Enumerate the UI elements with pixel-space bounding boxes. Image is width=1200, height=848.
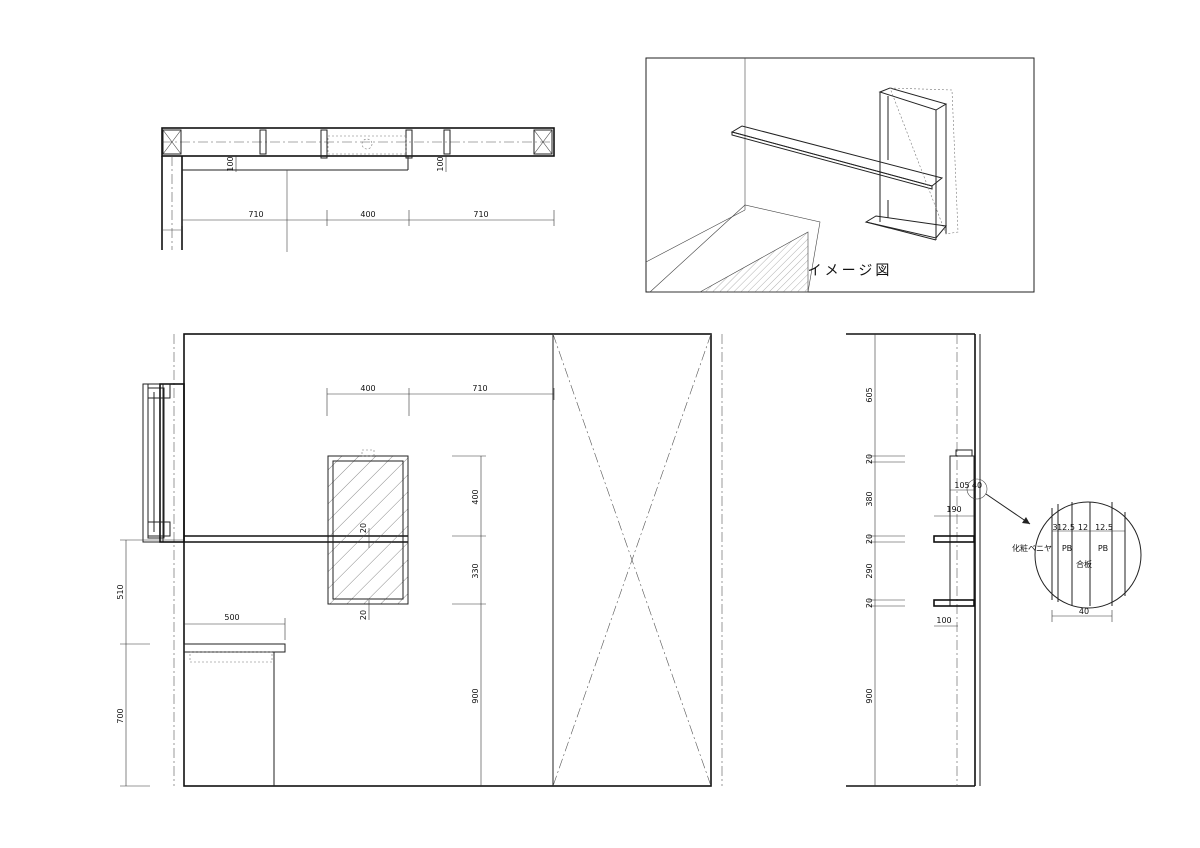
plan-offset-left: 100 bbox=[226, 156, 235, 171]
elev-dim-top-left: 400 bbox=[360, 384, 375, 393]
detail-layer-3: 3 bbox=[1052, 523, 1057, 532]
elev-dim-top-right: 710 bbox=[472, 384, 487, 393]
sect-dim-380: 380 bbox=[865, 491, 874, 506]
elevation-view: 400 710 400 20 330 20 900 500 510 700 bbox=[116, 333, 723, 787]
plan-offset-right: 100 bbox=[436, 156, 445, 171]
detail-layer-12-5-a: 12.5 bbox=[1057, 523, 1075, 532]
sect-depth-40: 40 bbox=[972, 481, 982, 490]
detail-layer-12: 12 bbox=[1078, 523, 1088, 532]
sect-dim-900: 900 bbox=[865, 688, 874, 703]
detail-view: 3 12.5 12 12.5 化粧ベニヤ PB PB 合板 40 bbox=[1012, 501, 1142, 622]
sect-dim-20-c: 20 bbox=[865, 598, 874, 608]
sect-depth-105: 105 bbox=[954, 481, 969, 490]
detail-label-veneer: 化粧ベニヤ bbox=[1012, 543, 1052, 553]
plan-dim-center: 400 bbox=[360, 210, 375, 219]
plan-dim-right: 710 bbox=[473, 210, 488, 219]
sect-dim-605: 605 bbox=[865, 387, 874, 402]
elev-dim-20-b: 20 bbox=[359, 610, 368, 620]
plan-view: 710 400 710 100 100 bbox=[161, 127, 555, 252]
sect-dim-20-b: 20 bbox=[865, 534, 874, 544]
elev-dim-20-a: 20 bbox=[359, 523, 368, 533]
detail-width: 40 bbox=[1079, 607, 1089, 616]
sect-depth-100: 100 bbox=[936, 616, 951, 625]
elev-dim-510: 510 bbox=[116, 584, 125, 599]
image-caption: イメージ図 bbox=[808, 263, 893, 279]
plan-dim-left: 710 bbox=[248, 210, 263, 219]
elev-dim-500: 500 bbox=[224, 613, 239, 622]
image-view: イメージ図 bbox=[645, 57, 1035, 293]
elev-dim-900: 900 bbox=[471, 688, 480, 703]
elev-dim-700: 700 bbox=[116, 708, 125, 723]
section-view: 605 20 380 20 290 20 900 105 40 190 100 bbox=[846, 333, 1031, 787]
sect-dim-20-a: 20 bbox=[865, 454, 874, 464]
detail-label-plywood: 合板 bbox=[1076, 559, 1092, 569]
elev-dim-330: 330 bbox=[471, 563, 480, 578]
detail-label-pb-2: PB bbox=[1098, 544, 1108, 553]
detail-label-pb-1: PB bbox=[1062, 544, 1072, 553]
sect-depth-190: 190 bbox=[946, 505, 961, 514]
sect-dim-290: 290 bbox=[865, 563, 874, 578]
detail-layer-12-5-b: 12.5 bbox=[1095, 523, 1113, 532]
elev-dim-400: 400 bbox=[471, 489, 480, 504]
